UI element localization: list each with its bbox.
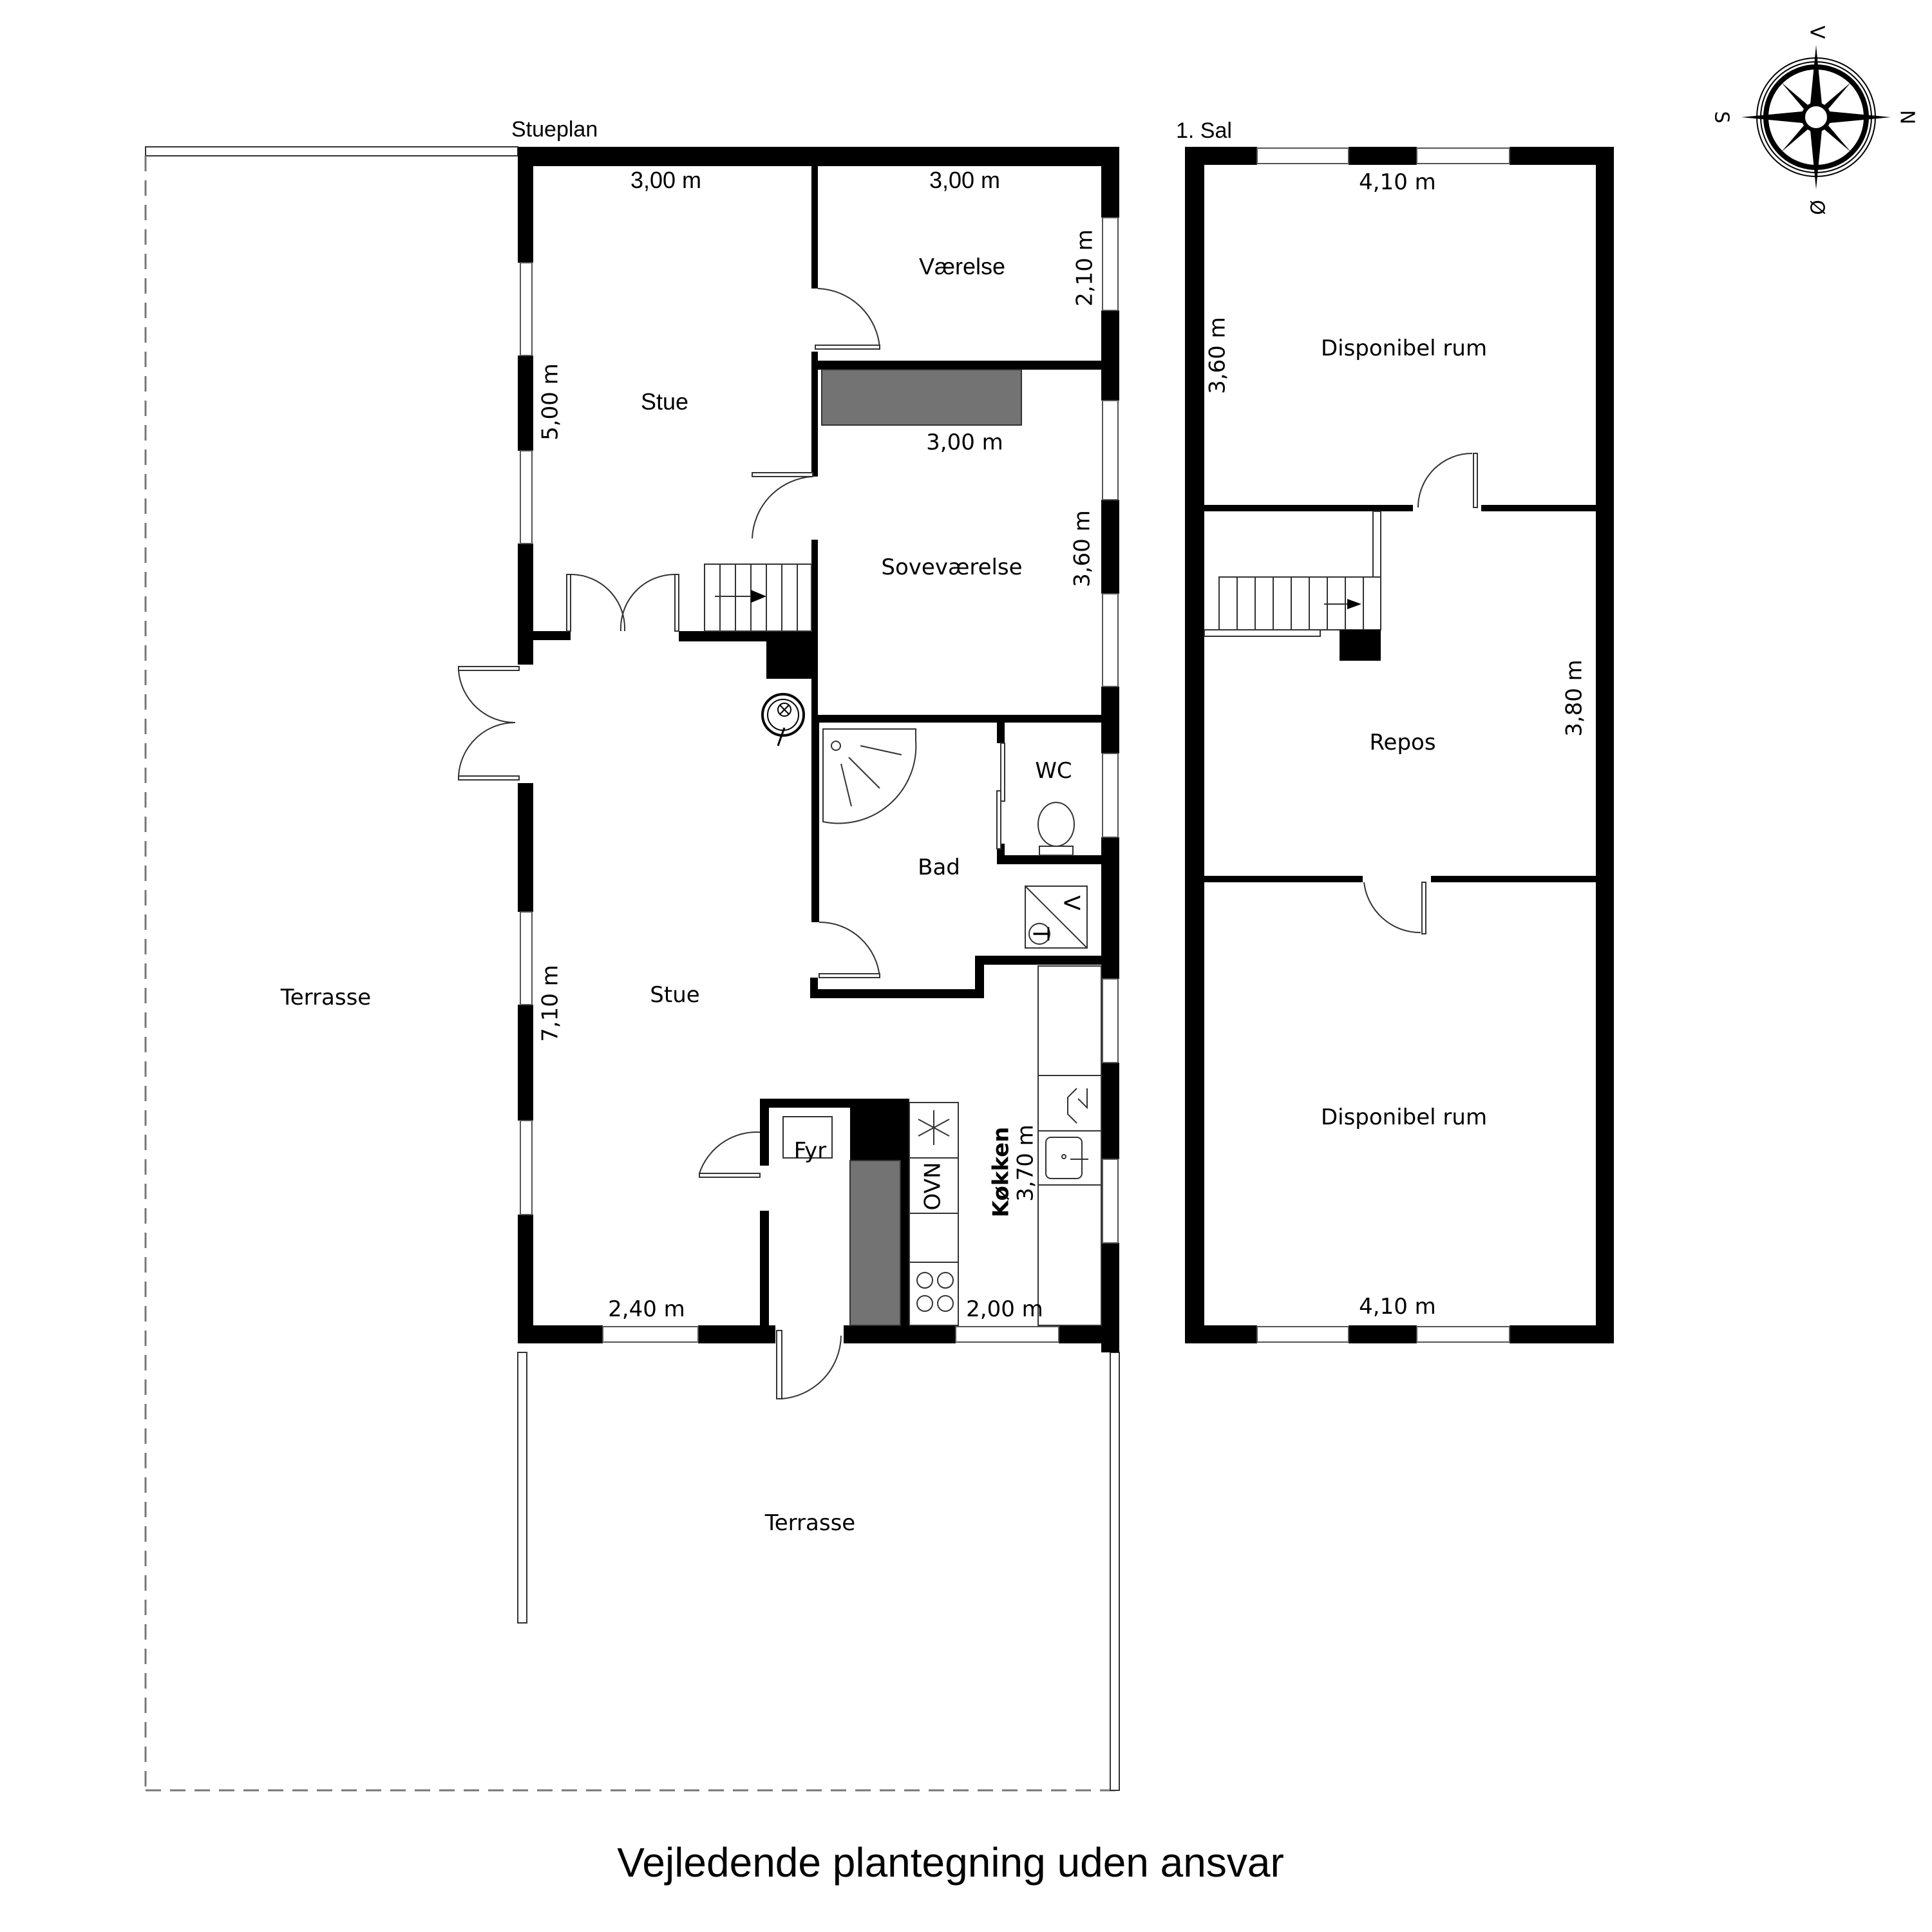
room-label-repos: Repos <box>1369 730 1435 755</box>
boiler-box <box>782 1116 833 1159</box>
dim-koekken-length: 3,70 m <box>1013 1124 1039 1202</box>
room-label-sovevaerelse: Soveværelse <box>881 554 1022 580</box>
windows-first <box>1256 147 1510 1343</box>
ground-floor-title: Stueplan <box>511 117 598 142</box>
compass-east: Ø <box>1806 200 1828 215</box>
room-label-disponibel-1: Disponibel rum <box>1321 336 1487 361</box>
interior-walls-first <box>1204 505 1596 882</box>
room-label-wc: WC <box>1035 758 1072 784</box>
toilet-icon <box>1037 802 1075 856</box>
fireplace-block <box>821 369 1022 426</box>
sink-icon <box>1045 1137 1088 1179</box>
interior-walls <box>533 166 1101 1325</box>
compass-west: V <box>1806 26 1828 39</box>
stove-burners-icon <box>916 1272 954 1312</box>
room-label-fyr: Fyr <box>794 1138 827 1164</box>
footer-disclaimer: Vejledende plantegning uden ansvar <box>617 1839 1284 1886</box>
first-floor-plan <box>1185 147 1614 1343</box>
dim-sal-top-depth: 3,60 m <box>1205 317 1231 394</box>
room-label-terrasse-south: Terrasse <box>764 1510 855 1536</box>
washer-label: V <box>1059 895 1084 910</box>
staircase-first <box>1204 511 1381 661</box>
doors-ground <box>458 288 1005 1399</box>
oven-label: OVN <box>920 1162 946 1211</box>
dim-sal-top-width: 4,10 m <box>1359 169 1436 195</box>
compass-south: S <box>1710 111 1733 123</box>
dishwasher-icon <box>1067 1088 1088 1124</box>
dim-stue-lower-length: 7,10 m <box>538 965 564 1042</box>
ground-floor-plan: T V OVN <box>144 146 1120 1792</box>
dim-sovevaerelse-depth: 3,60 m <box>1070 510 1095 587</box>
compass-rose-icon: V Ø S N <box>1710 26 1918 215</box>
room-label-koekken: Køkken <box>989 1127 1014 1218</box>
shower-icon <box>822 728 917 824</box>
dim-sovevaerelse-width: 3,00 m <box>926 430 1003 455</box>
terrace-outline <box>144 146 1120 1792</box>
compass-north: N <box>1896 110 1918 124</box>
outer-walls <box>518 147 1119 1352</box>
dim-stue-lower-width: 2,40 m <box>608 1296 685 1322</box>
dim-repos-depth: 3,80 m <box>1562 659 1587 737</box>
dim-vaerelse-depth: 2,10 m <box>1072 229 1098 307</box>
first-floor-title: 1. Sal <box>1176 118 1232 143</box>
doors-first <box>1363 453 1478 934</box>
outer-walls-first <box>1185 147 1614 1343</box>
dim-stue-upper-width: 3,00 m <box>630 167 701 193</box>
dim-sal-bottom-width: 4,10 m <box>1359 1294 1436 1320</box>
washer-dryer-icon: T V <box>1025 886 1088 949</box>
chimney-block <box>849 1160 901 1326</box>
room-label-stue-upper: Stue <box>641 388 688 415</box>
room-label-bad: Bad <box>918 855 960 880</box>
room-label-terrasse-west: Terrasse <box>280 985 371 1010</box>
dim-stue-upper-length: 5,00 m <box>538 363 564 440</box>
stair-arrow-icon <box>1347 599 1361 609</box>
room-label-disponibel-2: Disponibel rum <box>1321 1104 1487 1130</box>
dim-koekken-width: 2,00 m <box>966 1296 1043 1322</box>
labels: Stueplan 1. Sal Stue Værelse Soveværelse… <box>280 117 1587 1536</box>
stair-arrow-icon <box>751 590 766 603</box>
room-label-stue-lower: Stue <box>650 982 699 1008</box>
kitchen-fixtures: OVN <box>909 965 1102 1326</box>
dryer-label: T <box>1028 927 1054 941</box>
wood-stove-icon <box>761 693 805 746</box>
dim-vaerelse-width: 3,00 m <box>929 167 1000 193</box>
windows-ground <box>520 217 1119 1343</box>
freezer-icon <box>918 1110 950 1145</box>
staircase-ground <box>704 564 812 632</box>
room-label-vaerelse: Værelse <box>919 253 1005 279</box>
